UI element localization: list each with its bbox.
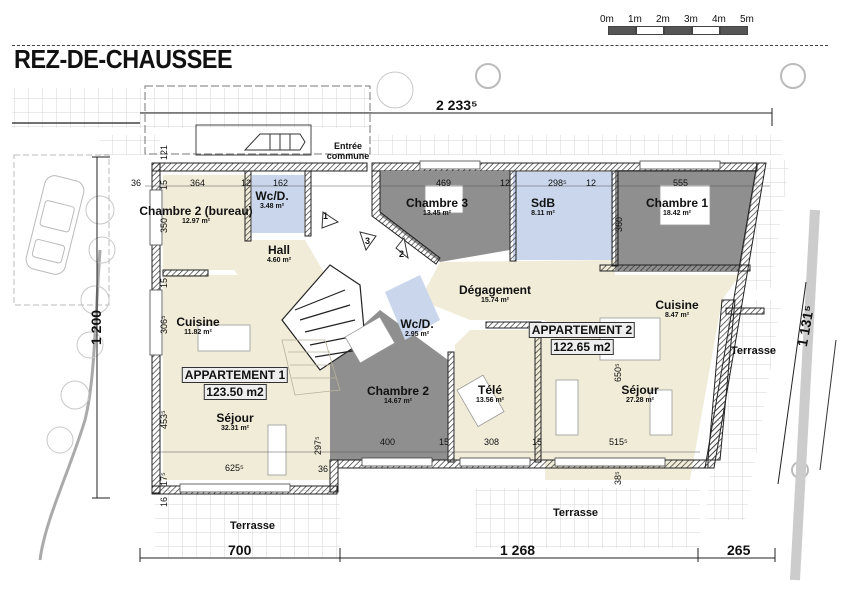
dim-label: 15 [159, 179, 169, 190]
terrace-label-east: Terrasse [731, 345, 777, 357]
dim-label: 298⁵ [548, 178, 567, 188]
car-icon [25, 175, 85, 275]
dim-bottom-right: 265 [727, 542, 751, 558]
dim-bottom-left: 700 [228, 542, 252, 558]
scale-label-1: 1m [628, 14, 642, 25]
tree-icon [780, 63, 806, 89]
dim-label: 453⁵ [159, 410, 169, 429]
dim-label: 17⁵ [159, 472, 169, 486]
terrace-label-west: Terrasse [230, 520, 276, 532]
staircase-icon [281, 264, 366, 371]
dim-label: 364 [190, 178, 206, 188]
room-tele [455, 330, 545, 460]
title-divider [12, 45, 828, 46]
terrace-south-paving [475, 488, 700, 548]
dim-label: 36 [318, 464, 329, 474]
apartment-1-area: 123.50 m2 [203, 384, 267, 400]
entrance-label-line2: commune [326, 150, 370, 161]
dim-label: 12 [241, 178, 252, 188]
dim-label: 15 [439, 437, 450, 447]
dim-overall-top: 2 233⁵ [436, 97, 478, 113]
stair-marker-3: 3 [365, 236, 371, 246]
plan-title: REZ-DE-CHAUSSEE [14, 44, 233, 74]
room-sdb [513, 172, 613, 260]
dim-label: 515⁵ [609, 437, 628, 447]
room-label-wc2: Wc/D.2.95 m² [400, 317, 434, 338]
dim-label: 121 [159, 144, 169, 160]
dim-label: 350 [159, 217, 169, 233]
dim-label: 16 [159, 496, 169, 507]
room-wc1 [252, 175, 304, 233]
scale-bar: 0m 1m 2m 3m 4m 5m [600, 14, 766, 42]
entry-stairs-icon [243, 133, 306, 151]
dim-label: 306⁵ [159, 315, 169, 334]
scale-segment [608, 26, 636, 35]
dim-label: 360 [614, 216, 624, 232]
scale-segment [720, 26, 748, 35]
dim-label: 308 [484, 437, 500, 447]
terrace-label-south: Terrasse [553, 507, 599, 519]
apartment-1-label: APPARTEMENT 1 [181, 367, 289, 383]
furniture [197, 184, 711, 476]
dim-label: 36 [131, 178, 142, 188]
dim-label: 12 [500, 178, 511, 188]
stair-marker-icons [321, 211, 409, 260]
scale-label-4: 4m [712, 14, 726, 25]
apartment-1-badge: APPARTEMENT 1 123.50 m2 [181, 367, 289, 401]
scale-label-0: 0m [600, 14, 614, 25]
apartment-2-area: 122.65 m2 [550, 339, 614, 355]
dim-label: 15 [532, 437, 543, 447]
dim-label: 650⁵ [613, 363, 623, 382]
scale-segment [636, 26, 664, 35]
dim-label: 555 [673, 178, 689, 188]
tree-icon [475, 63, 501, 89]
scale-label-2: 2m [656, 14, 670, 25]
dim-label: 12 [586, 178, 597, 188]
dim-label: 400 [380, 437, 396, 447]
terrace-south-west-paving [155, 488, 340, 558]
room-wc2 [385, 275, 440, 340]
scale-label-5: 5m [740, 14, 754, 25]
dim-label: 297⁵ [313, 436, 323, 455]
dim-overall-left: 1 200 [88, 309, 104, 345]
apartment-2-badge: APPARTEMENT 2 122.65 m2 [528, 322, 636, 356]
room-label-chambre2-bureau: Chambre 2 (bureau)12.97 m² [139, 204, 253, 225]
scale-label-3: 3m [684, 14, 698, 25]
dim-label: 162 [273, 178, 289, 188]
dim-label: 469 [436, 178, 452, 188]
apartment-2-label: APPARTEMENT 2 [528, 322, 636, 338]
scale-segment [664, 26, 692, 35]
stair-marker-2: 2 [399, 249, 405, 259]
paving-north [12, 88, 372, 128]
entrance-label: Entrée commune [323, 141, 373, 162]
stair-marker-1: 1 [323, 211, 329, 221]
dim-label: 625⁵ [225, 463, 244, 473]
scale-segment [692, 26, 720, 35]
entrance-label-line1: Entrée [333, 141, 362, 151]
dim-bottom-mid: 1 268 [500, 542, 536, 558]
dim-label: 38⁵ [613, 471, 623, 485]
room-label-wc1: Wc/D.3.48 m² [255, 189, 289, 210]
dim-label: 15 [159, 277, 169, 288]
shrub-icon [46, 71, 414, 454]
